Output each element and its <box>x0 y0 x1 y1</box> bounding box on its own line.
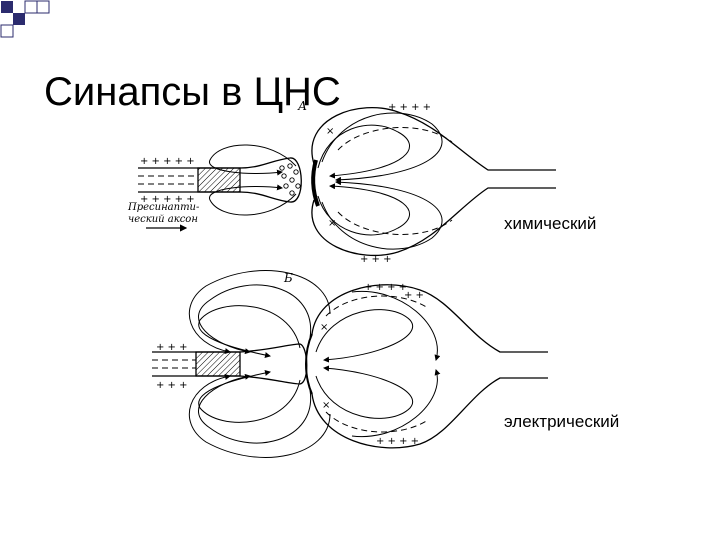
current-loop-b <box>315 309 413 363</box>
corner-square <box>0 24 14 38</box>
panel-a-chemical <box>138 106 556 256</box>
charge-signs-a: + + + + + + + + + + + + + + + + + × × <box>140 102 431 265</box>
svg-text:+ + + +: + + + + <box>376 436 419 447</box>
svg-text:+ + + + +: + + + + + <box>140 194 195 205</box>
corner-decoration <box>0 0 50 38</box>
corner-square <box>13 13 25 25</box>
svg-text:+ + +: + + + <box>156 380 188 391</box>
panel-b-electrical <box>152 270 548 458</box>
svg-text:+ + +: + + + <box>360 254 392 265</box>
postsynaptic-membrane-a <box>311 159 320 207</box>
current-loop-a <box>209 184 297 216</box>
svg-text:×: × <box>322 400 330 411</box>
dashed-membrane-b <box>325 411 429 433</box>
axon-a-hatched-segment <box>197 167 241 193</box>
svg-text:+ + + +: + + + + <box>364 282 407 293</box>
current-loop-b <box>188 270 331 355</box>
current-loop-a <box>321 112 443 183</box>
current-loop-b <box>188 373 331 458</box>
dashed-membrane-b <box>325 295 429 317</box>
electrical-synapse-label: электрический <box>504 412 620 431</box>
panel-a-letter: А <box>297 99 307 113</box>
gap-junction-terminal-b <box>239 343 308 385</box>
vesicles-a <box>279 163 301 196</box>
svg-text:×: × <box>328 218 336 229</box>
terminal-bouton-a <box>239 157 302 203</box>
current-loop-b <box>197 284 312 355</box>
chemical-synapse-label: химический <box>504 214 597 233</box>
current-loop-b <box>198 305 301 358</box>
current-loop-b <box>351 290 441 361</box>
postsynaptic-cell-a <box>311 106 556 256</box>
panel-b-letter: Б <box>283 271 293 285</box>
svg-text:+ + + + +: + + + + + <box>140 156 195 167</box>
svg-text:+ +: + + <box>404 290 424 301</box>
svg-text:+ + + +: + + + + <box>388 102 431 113</box>
current-loop-b <box>197 373 312 444</box>
current-loop-b <box>351 369 441 438</box>
svg-text:+ + +: + + + <box>156 342 188 353</box>
svg-text:×: × <box>320 322 328 333</box>
current-loop-a <box>317 183 410 236</box>
postsynaptic-cell-b <box>311 284 548 449</box>
current-loop-b <box>315 365 413 419</box>
dashed-membrane-a <box>337 127 453 151</box>
dashed-membrane-a <box>337 211 453 235</box>
corner-square <box>36 0 50 14</box>
current-loop-a <box>209 144 297 176</box>
svg-text:×: × <box>326 126 334 137</box>
current-loop-b <box>198 370 301 423</box>
axon-b-hatched-segment <box>195 351 241 377</box>
axon-caption-line2: ческий аксон <box>128 214 198 225</box>
postsynaptic-membrane-b <box>305 333 313 395</box>
charge-signs-b: + + + + + + + + + + + + + + + + × × <box>156 282 424 447</box>
corner-square <box>1 1 13 13</box>
axon-caption-line1: Пресинапти- <box>127 202 200 213</box>
slide-title: Синапсы в ЦНС <box>44 70 341 114</box>
current-loop-a <box>321 179 443 250</box>
